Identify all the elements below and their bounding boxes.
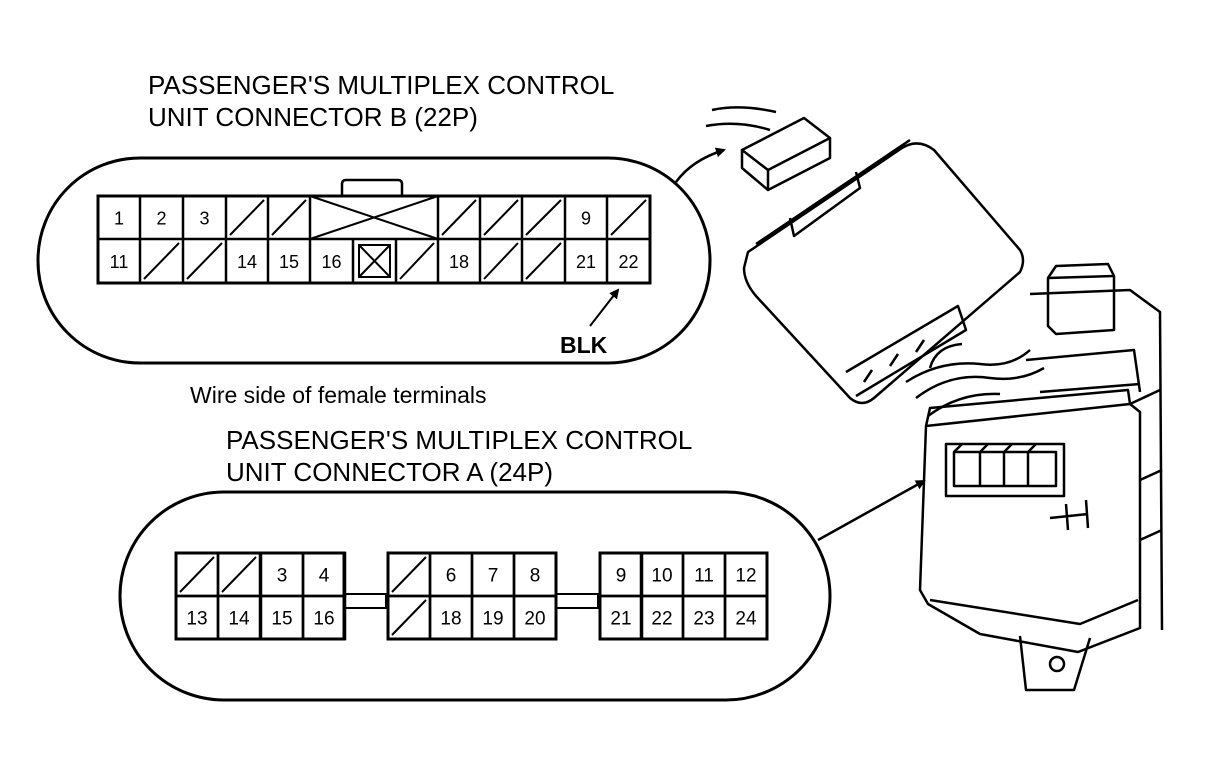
connector-a-pin-22: 22 (651, 609, 672, 630)
connector-a-pin-13: 13 (186, 609, 207, 630)
control-unit-illustration (705, 106, 1164, 692)
connector-b-arrow-icon (674, 147, 726, 183)
connector-a-pin-6: 6 (446, 566, 457, 587)
connector-b-title-line2: UNIT CONNECTOR B (22P) (148, 102, 478, 132)
connector-a-pin-16-cavity (301, 594, 347, 641)
connector-a-pin-20-cavity (512, 594, 558, 641)
connector-b-pin-11: 11 (110, 252, 129, 272)
connector-a-pin-11: 11 (694, 566, 714, 587)
connector-b-pin-15: 15 (279, 252, 299, 272)
connector-b-pin-blank-unused-slash (483, 242, 519, 280)
connector-b-pin-22: 22 (618, 252, 638, 272)
connector-b-pin-blank-unused-slash (483, 199, 519, 236)
connector-a-pin-4: 4 (319, 566, 330, 587)
connector-a-pin-18: 18 (440, 609, 461, 630)
connector-a-pin-23: 23 (693, 609, 714, 630)
connector-a-pin-blank-unused-slash (221, 556, 257, 593)
connector-b-pin-18: 18 (449, 252, 469, 272)
connector-b-pin-9: 9 (581, 209, 591, 229)
blk-callout: BLK (560, 332, 608, 358)
connector-b-pin-blank-unused-slash (525, 199, 562, 236)
connector-b-top-row: 1 2 3 9 (96, 195, 647, 240)
connector-b-bubble: 1 2 3 9 11 14 15 16 18 21 22 BLK (36, 156, 712, 365)
connector-b-pin-blank-unused-slash (610, 199, 647, 236)
connector-a-title-line2: UNIT CONNECTOR A (24P) (226, 457, 553, 487)
connector-a-pin-3: 3 (277, 566, 288, 587)
connector-b-pin-blank-unused-slash (186, 242, 223, 280)
connector-b-pin-16: 16 (321, 252, 341, 272)
connector-a-pin-10: 10 (651, 566, 672, 587)
connector-a-pin-24-cavity (723, 594, 769, 641)
connector-b-pin-1: 1 (114, 209, 124, 229)
connector-b-pin-3: 3 (199, 209, 209, 229)
connector-b-pin-blank-unused-slash (143, 242, 180, 280)
connector-a-title-line1: PASSENGER'S MULTIPLEX CONTROL (226, 425, 692, 455)
connector-a-pin-9: 9 (616, 566, 627, 587)
view-note: Wire side of female terminals (190, 382, 487, 408)
connector-b-pin-blank-unused-slash (271, 199, 307, 236)
connector-a-pin-15: 15 (271, 609, 292, 630)
connector-a-pin-blank-unused-slash (391, 599, 427, 636)
connector-a-pin-blank-unused-slash (391, 556, 427, 593)
connector-b-plugged-cavity (358, 244, 391, 278)
connector-b-bottom-row: 11 14 15 16 18 21 22 (96, 239, 639, 283)
connector-a-pin-16: 16 (313, 609, 334, 630)
connector-b-title-line1: PASSENGER'S MULTIPLEX CONTROL (148, 70, 614, 100)
connector-a-pin-14: 14 (228, 609, 250, 630)
connector-a-pin-20: 20 (524, 609, 545, 630)
connector-b-pin-14: 14 (237, 252, 257, 272)
blk-pointer-arrow (589, 288, 620, 327)
connector-a-pin-19: 19 (482, 609, 503, 630)
connector-a-pin-blank-unused-slash (179, 556, 215, 593)
connector-b-pin-blank-unused-slash (229, 199, 265, 236)
connector-a-arrow-icon (817, 479, 926, 542)
connector-b-pin-blank-unused-slash (525, 242, 562, 280)
connector-a-pin-12: 12 (735, 566, 756, 587)
connector-b-pin-blank-unused-slash (399, 242, 435, 280)
connector-a-bubble: 3 4 6 7 8 9 10 11 12 13 14 15 16 18 19 20 21 22 23 24 (118, 490, 832, 702)
connector-a-bottom-row: 13 14 15 16 18 19 20 21 22 23 24 (174, 594, 769, 641)
connector-a-pin-21: 21 (610, 609, 631, 630)
connector-b-pin-blank-unused-slash (441, 199, 477, 236)
connector-a-pin-24: 24 (735, 609, 757, 630)
connector-a-pin-8: 8 (530, 566, 541, 587)
connector-b-pin-2: 2 (156, 209, 166, 229)
connector-a-pin-7: 7 (488, 566, 499, 587)
connector-b-pin-21: 21 (576, 252, 596, 272)
